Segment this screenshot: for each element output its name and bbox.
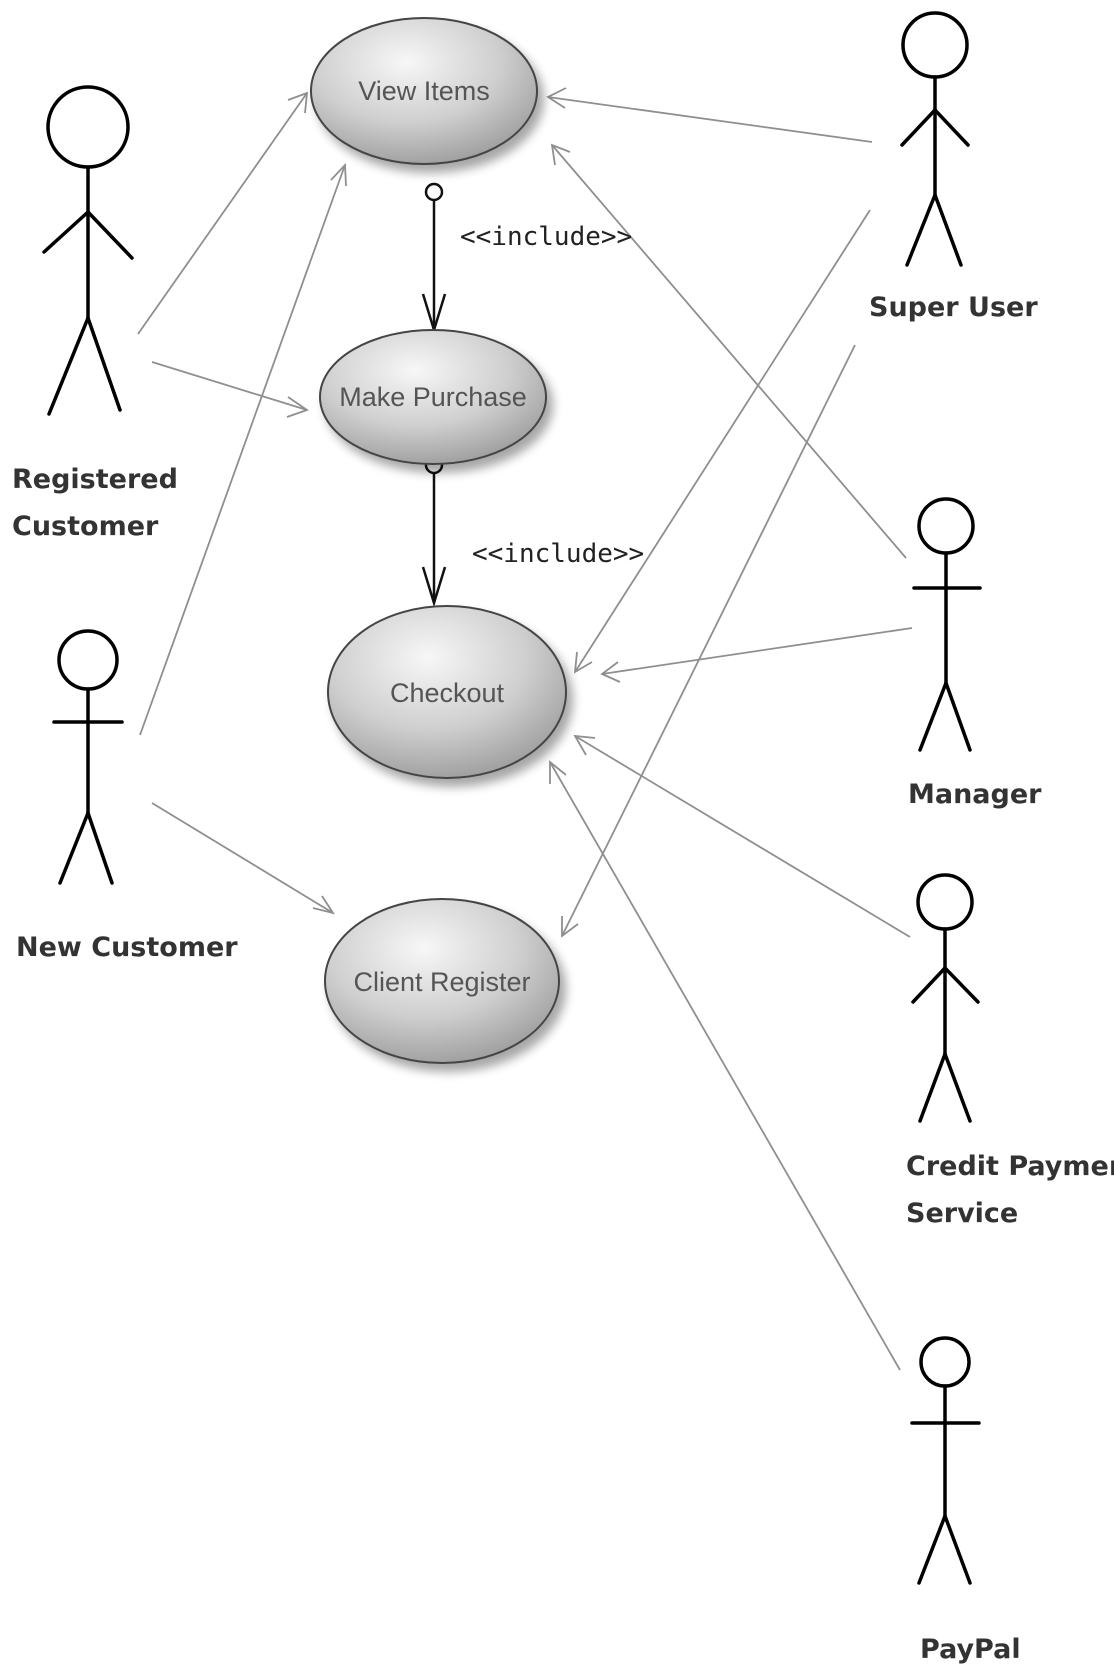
association-manager-view-items	[550, 143, 907, 559]
association-new-customer-client-register	[151, 802, 335, 915]
association-new-customer-view-items	[139, 162, 347, 736]
use-case-label: Checkout	[390, 678, 505, 708]
include-label-1: <<include>>	[460, 222, 632, 252]
use-case-checkout[interactable]: Checkout	[327, 605, 567, 779]
actor-label-line-2: Service	[906, 1198, 1018, 1229]
association-paypal-checkout	[549, 760, 901, 1371]
actor-label-line-1: Credit Payment	[906, 1151, 1114, 1182]
actor-label-line-1: PayPal	[920, 1634, 1021, 1665]
actor-label-line-1: Manager	[908, 779, 1042, 810]
actor-figure-icon	[42, 85, 134, 416]
actor-figure-icon	[911, 873, 980, 1123]
use-case-label: Client Register	[353, 967, 530, 997]
association-super-user-checkout	[573, 209, 871, 674]
actor-new-customer[interactable]: New Customer	[16, 629, 238, 963]
use-case-label: View Items	[358, 76, 490, 106]
association-credit-payment-service-checkout	[573, 734, 911, 938]
association-super-user-view-items	[546, 87, 873, 143]
association-lines	[137, 87, 913, 1371]
actor-registered-customer[interactable]: Registered Customer	[12, 85, 178, 542]
association-manager-checkout	[600, 627, 913, 683]
use-case-view-items[interactable]: View Items	[310, 17, 538, 165]
actor-figure-icon	[910, 1336, 981, 1585]
actor-label-line-1: Registered	[12, 464, 178, 495]
actor-figure-icon	[52, 629, 124, 885]
actor-credit-payment-service[interactable]: Credit Payment Service	[906, 873, 1114, 1229]
use-case-label: Make Purchase	[339, 382, 527, 412]
association-registered-customer-view-items	[137, 91, 309, 335]
actor-paypal[interactable]: PayPal	[910, 1336, 1021, 1665]
actor-manager[interactable]: Manager	[908, 497, 1042, 810]
actor-figure-icon	[912, 497, 982, 752]
actor-label-line-2: Customer	[12, 511, 159, 542]
include-dependency-1	[421, 182, 447, 335]
association-registered-customer-make-purchase	[151, 361, 309, 418]
actor-label-line-1: Super User	[869, 292, 1038, 323]
include-dependency-2	[421, 455, 447, 608]
actor-super-user[interactable]: Super User	[869, 11, 1038, 323]
association-super-user-client-register	[561, 344, 856, 938]
actor-label-line-1: New Customer	[16, 932, 238, 963]
use-case-client-register[interactable]: Client Register	[324, 898, 560, 1064]
use-case-make-purchase[interactable]: Make Purchase	[319, 329, 547, 465]
actor-figure-icon	[900, 11, 970, 267]
include-label-2: <<include>>	[472, 539, 644, 569]
